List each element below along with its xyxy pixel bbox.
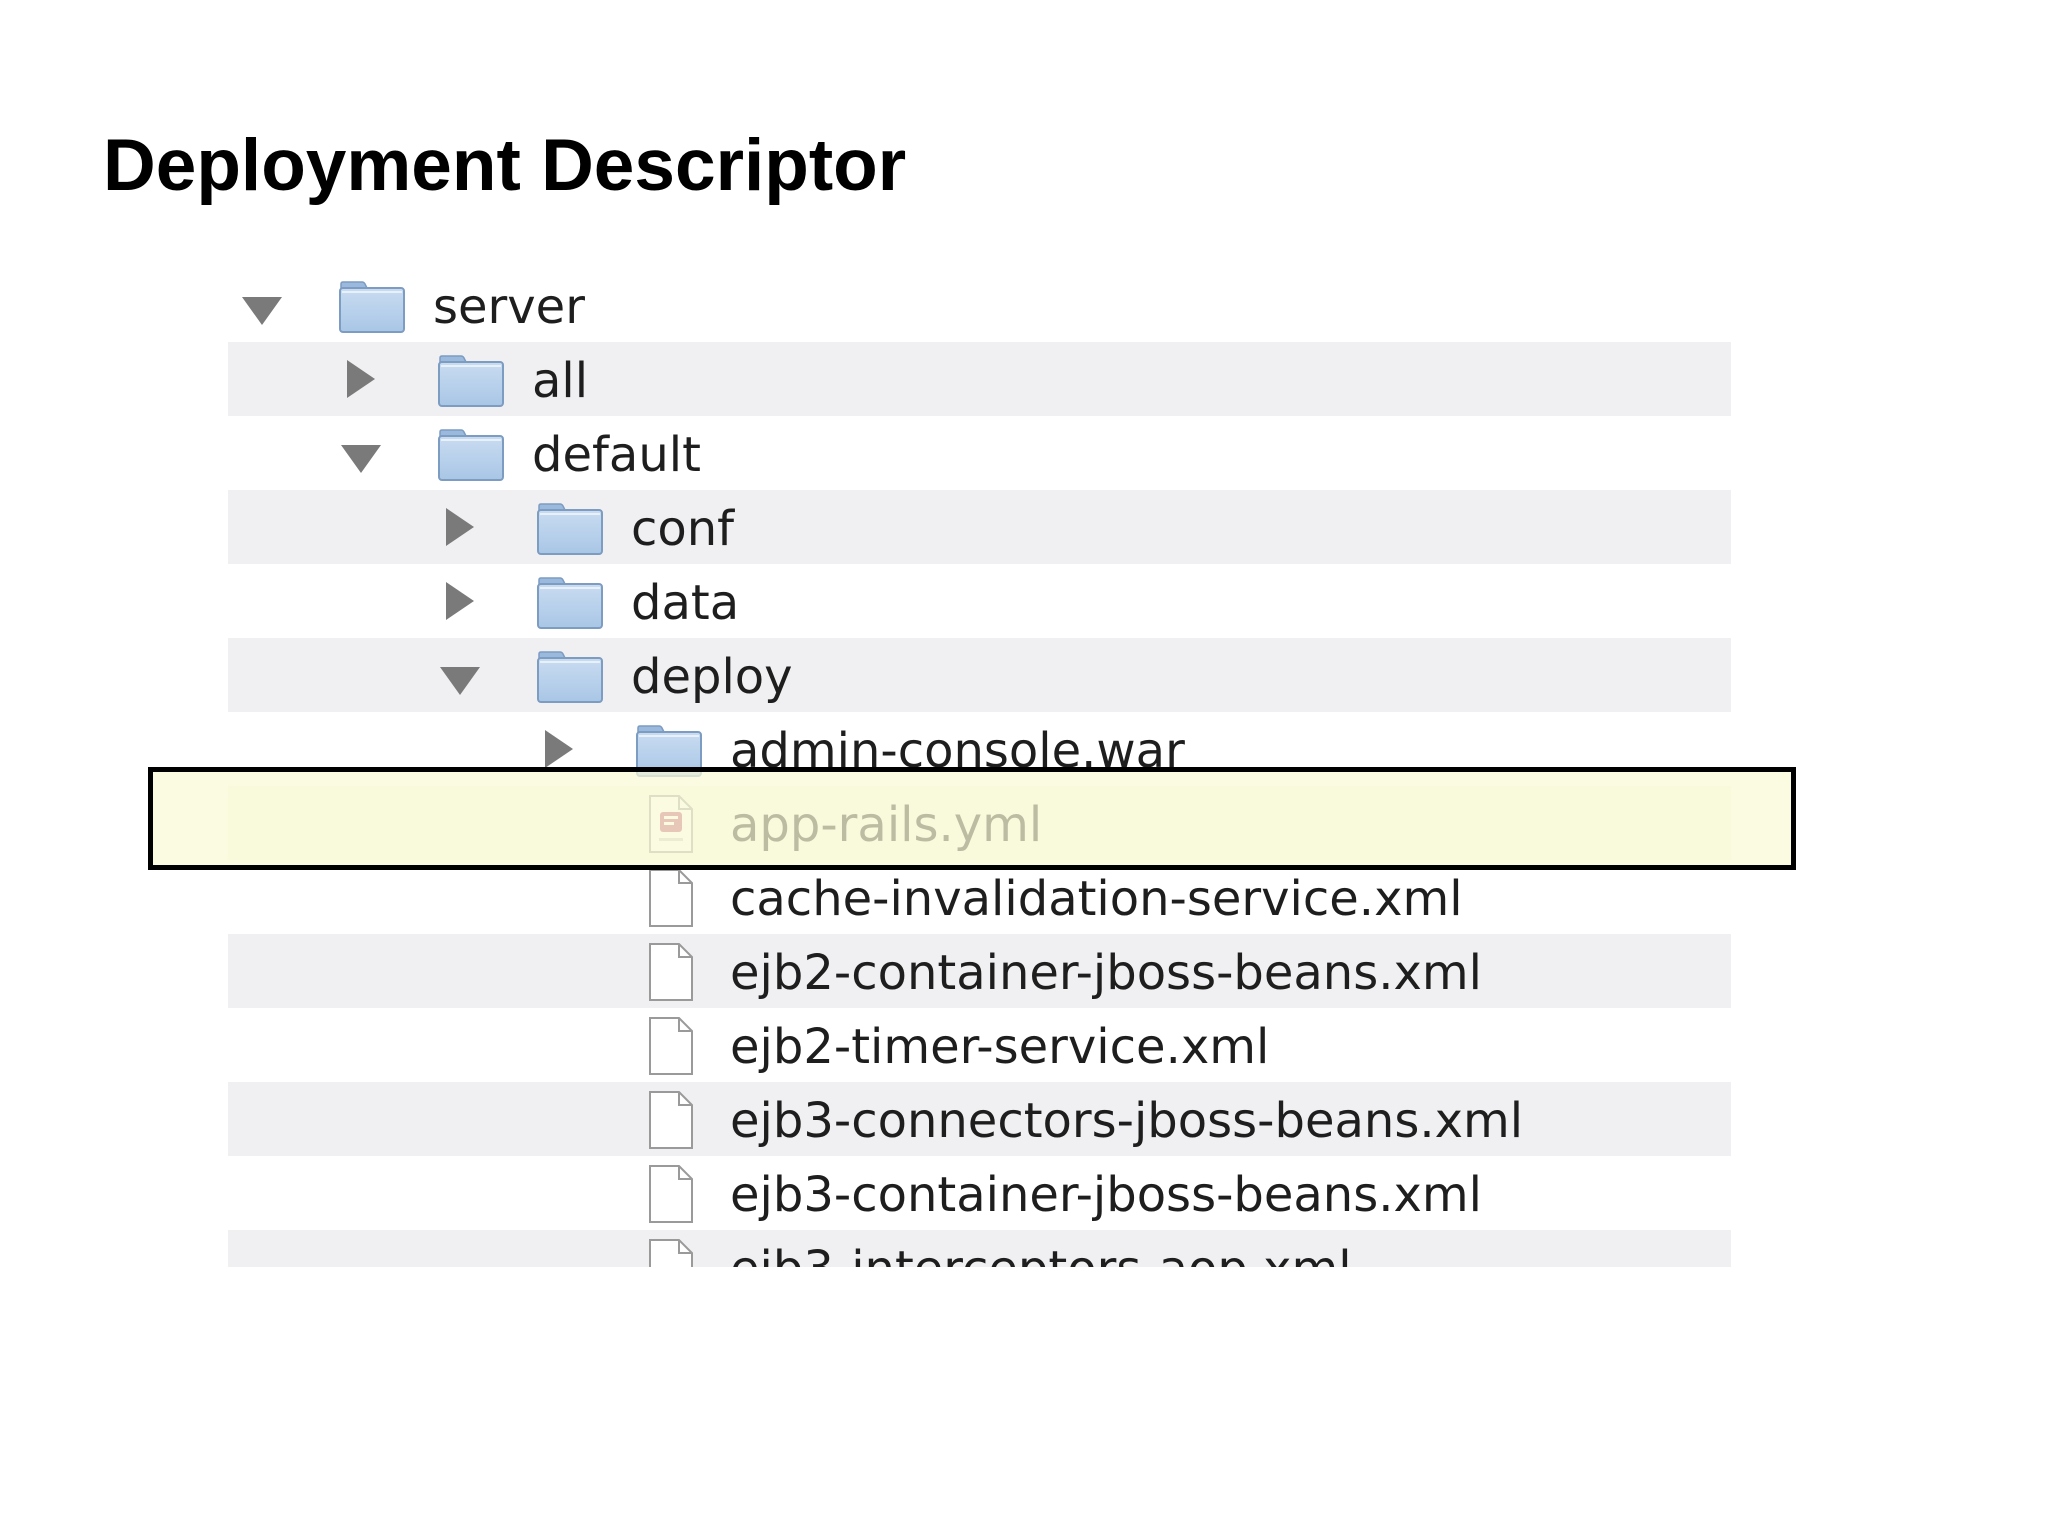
tree-item-label: data bbox=[631, 575, 740, 631]
folder-icon bbox=[536, 502, 604, 556]
tree-item-label: ejb3-interceptors-aop.xml bbox=[730, 1230, 1352, 1267]
tree-item-label: ejb2-container-jboss-beans.xml bbox=[730, 945, 1482, 1001]
tree-row-file[interactable]: ejb3-container-jboss-beans.xml bbox=[228, 1156, 1731, 1230]
triangle-down-icon[interactable] bbox=[440, 667, 480, 695]
document-icon bbox=[647, 942, 715, 1001]
tree-item-label: server bbox=[433, 279, 585, 335]
tree-row-file[interactable]: cache-invalidation-service.xml bbox=[228, 860, 1731, 934]
tree-row-file[interactable]: app-rails.yml bbox=[228, 786, 1731, 860]
tree-row-file[interactable]: ejb3-interceptors-aop.xml bbox=[228, 1230, 1731, 1267]
tree-row-file[interactable]: ejb3-connectors-jboss-beans.xml bbox=[228, 1082, 1731, 1156]
folder-icon bbox=[536, 650, 604, 704]
triangle-down-icon[interactable] bbox=[341, 445, 381, 473]
triangle-right-icon[interactable] bbox=[347, 360, 375, 398]
tree-item-label: conf bbox=[631, 501, 735, 557]
folder-icon bbox=[536, 576, 604, 630]
document-icon bbox=[647, 868, 715, 927]
slide-title: Deployment Descriptor bbox=[103, 125, 907, 206]
folder-icon bbox=[437, 428, 505, 482]
tree-row-folder[interactable]: conf bbox=[228, 490, 1731, 564]
tree-row-file[interactable]: ejb2-timer-service.xml bbox=[228, 1008, 1731, 1082]
yml-document-icon bbox=[647, 794, 715, 853]
tree-row-folder[interactable]: data bbox=[228, 564, 1731, 638]
tree-item-label: admin-console.war bbox=[730, 723, 1185, 779]
tree-row-folder[interactable]: all bbox=[228, 342, 1731, 416]
folder-icon bbox=[338, 280, 406, 334]
folder-icon bbox=[635, 724, 703, 778]
tree-item-label: default bbox=[532, 427, 701, 483]
file-tree: server all default conf data deploy admin-cons… bbox=[228, 268, 1731, 1267]
tree-item-label: cache-invalidation-service.xml bbox=[730, 871, 1463, 927]
tree-item-label: all bbox=[532, 353, 589, 409]
tree-row-folder[interactable]: deploy bbox=[228, 638, 1731, 712]
triangle-down-icon[interactable] bbox=[242, 297, 282, 325]
document-icon bbox=[647, 1164, 715, 1223]
document-icon bbox=[647, 1090, 715, 1149]
triangle-right-icon[interactable] bbox=[545, 730, 573, 768]
tree-item-label: deploy bbox=[631, 649, 793, 705]
tree-row-folder[interactable]: server bbox=[228, 268, 1731, 342]
tree-item-label: app-rails.yml bbox=[730, 797, 1043, 853]
tree-row-file[interactable]: ejb2-container-jboss-beans.xml bbox=[228, 934, 1731, 1008]
tree-row-folder[interactable]: default bbox=[228, 416, 1731, 490]
document-icon bbox=[647, 1016, 715, 1075]
tree-item-label: ejb3-connectors-jboss-beans.xml bbox=[730, 1093, 1524, 1149]
tree-item-label: ejb2-timer-service.xml bbox=[730, 1019, 1270, 1075]
tree-item-label: ejb3-container-jboss-beans.xml bbox=[730, 1167, 1482, 1223]
tree-row-folder[interactable]: admin-console.war bbox=[228, 712, 1731, 786]
triangle-right-icon[interactable] bbox=[446, 508, 474, 546]
document-icon bbox=[647, 1238, 715, 1267]
folder-icon bbox=[437, 354, 505, 408]
triangle-right-icon[interactable] bbox=[446, 582, 474, 620]
